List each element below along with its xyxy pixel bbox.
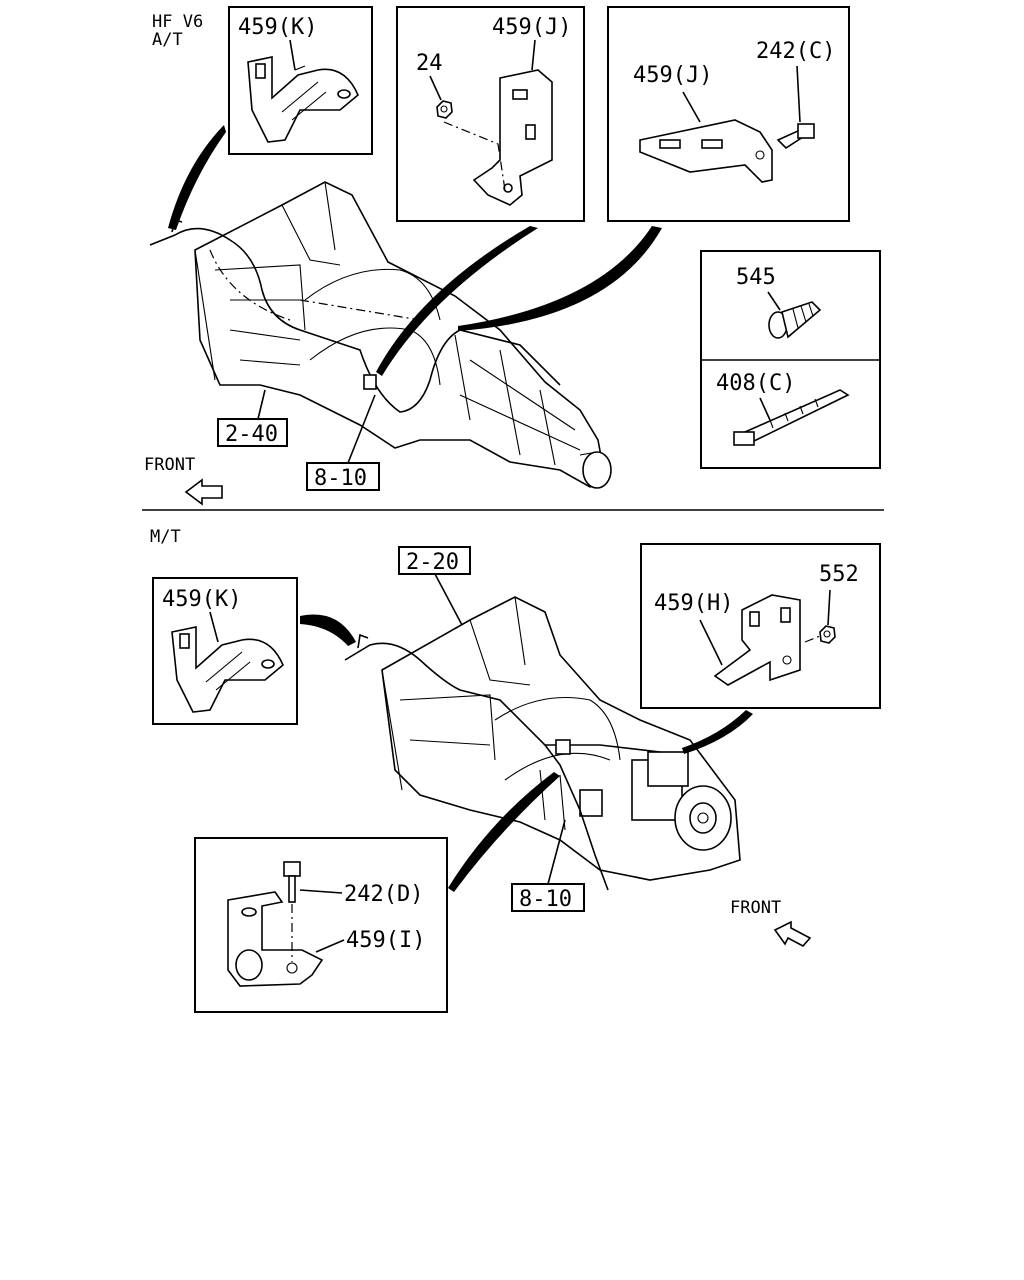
ref-2-40: 2-40 — [217, 389, 288, 447]
svg-text:8-10: 8-10 — [314, 466, 367, 491]
callout-545: 545 — [736, 265, 776, 290]
front-label-top: FRONT — [144, 455, 195, 475]
front-arrow-top — [184, 478, 223, 506]
svg-text:2-40: 2-40 — [225, 422, 278, 447]
section-manual-transmission: M/T 459(K — [150, 527, 881, 1013]
section-header-mt: M/T — [150, 527, 181, 547]
detail-box-459j-right: 459(J) 242(C) — [607, 6, 850, 222]
detail-box-242d-459i: 242(D) 459(I) — [194, 837, 448, 1013]
detail-box-459j-left: 459(J) 24 — [396, 6, 585, 222]
section-automatic-transmission: HF V6 A/T — [144, 6, 881, 506]
callout-24: 24 — [416, 51, 443, 76]
callout-459k: 459(K) — [238, 15, 317, 40]
callout-459i: 459(I) — [346, 928, 425, 953]
leader-242d — [448, 772, 560, 892]
detail-box-459h: 459(H) 552 — [640, 543, 881, 709]
svg-text:8-10: 8-10 — [519, 887, 572, 912]
section-header-engine: HF V6 — [152, 12, 203, 32]
ref-8-10-top: 8-10 — [306, 394, 380, 491]
svg-text:2-20: 2-20 — [406, 550, 459, 575]
automatic-transmission-drawing — [149, 181, 612, 489]
detail-box-459k-mt: 459(K) — [152, 577, 298, 725]
detail-box-459k: 459(K) — [228, 6, 373, 155]
front-arrow-bottom — [773, 920, 812, 948]
ref-2-20: 2-20 — [398, 546, 471, 626]
callout-459j-left: 459(J) — [492, 15, 571, 40]
leader-459k — [168, 125, 226, 230]
leader-459h — [682, 710, 753, 754]
manual-transmission-drawing — [344, 596, 741, 891]
leader-242c — [458, 226, 662, 331]
callout-242d: 242(D) — [344, 882, 423, 907]
callout-459h: 459(H) — [654, 591, 733, 616]
ref-8-10-bottom: 8-10 — [511, 819, 585, 912]
callout-552: 552 — [819, 562, 859, 587]
detail-box-545-408c: 545 408(C) — [700, 250, 881, 469]
section-header-at: A/T — [152, 30, 183, 50]
leader-459k-mt — [300, 614, 356, 646]
callout-408c: 408(C) — [716, 371, 795, 396]
callout-242c: 242(C) — [756, 39, 835, 64]
callout-459j-right: 459(J) — [633, 63, 712, 88]
front-label-bottom: FRONT — [730, 898, 781, 918]
callout-459k-mt: 459(K) — [162, 587, 241, 612]
